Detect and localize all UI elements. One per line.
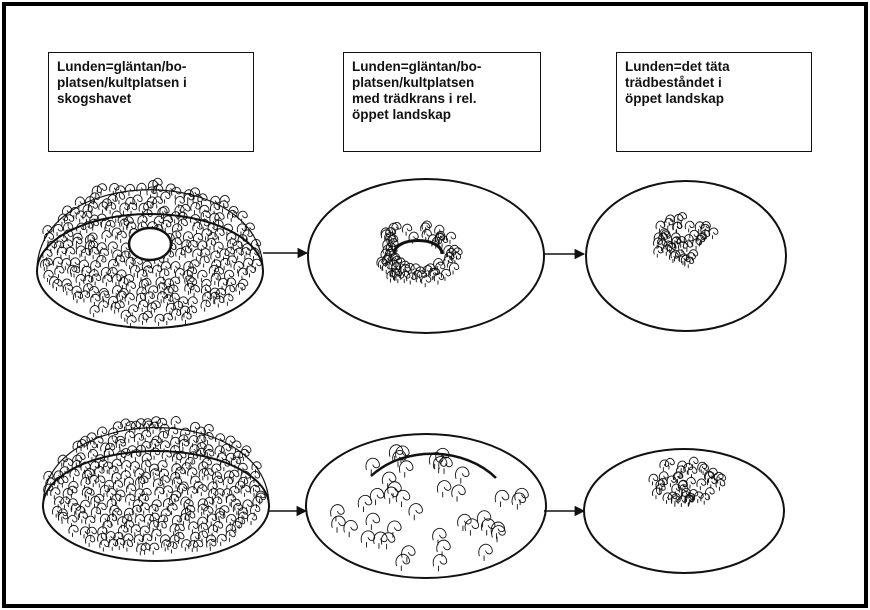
diagram-canvas — [6, 6, 864, 604]
stage-tree-ring-top-outline — [308, 179, 544, 333]
stage-grove-top-outline — [586, 181, 786, 331]
stage-scattered-top-bottom — [306, 434, 546, 578]
stage-tree-ring-top-ring-edge — [394, 241, 442, 255]
stage-forest-clearing-bottom — [43, 417, 269, 561]
stage-grove-top — [586, 181, 786, 331]
stage-tree-ring-top — [308, 179, 544, 333]
stage-forest-clearing-top-clearing — [129, 228, 171, 260]
stage-grove-bottom — [584, 449, 784, 573]
stage-forest-clearing-top — [37, 178, 263, 328]
